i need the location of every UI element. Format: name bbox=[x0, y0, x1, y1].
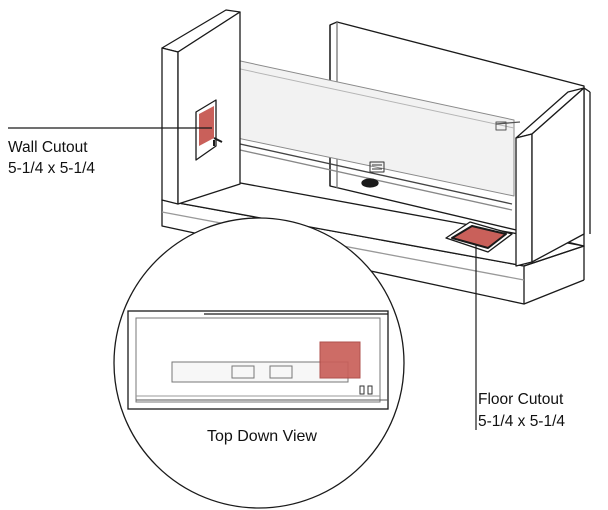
floor-cutout-dimensions: 5-1/4 x 5-1/4 bbox=[478, 413, 566, 430]
floor-cutout-label: Floor Cutout bbox=[478, 391, 564, 408]
wall-cutout bbox=[195, 99, 223, 161]
top-down-view-caption: Top Down View bbox=[207, 428, 317, 445]
right-side-panel bbox=[515, 87, 591, 267]
floor-rail bbox=[221, 139, 513, 211]
wall-cutout-label: Wall Cutout bbox=[8, 139, 88, 156]
top-down-cutout-marker bbox=[319, 341, 361, 379]
top-down-view-inset bbox=[113, 217, 405, 509]
left-side-panel bbox=[161, 9, 241, 205]
wall-cutout-dimensions: 5-1/4 x 5-1/4 bbox=[8, 160, 96, 177]
